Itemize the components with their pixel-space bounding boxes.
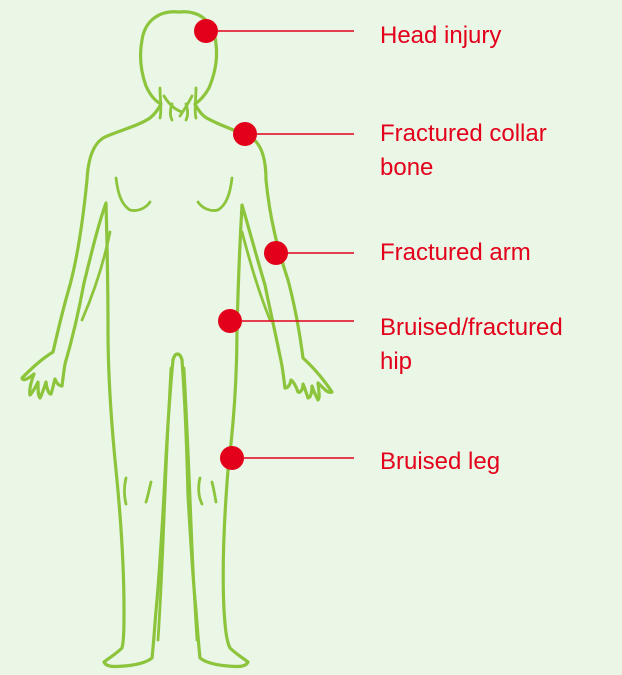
throat-notch-right (186, 104, 188, 120)
knee-mark-right-outer (212, 482, 216, 502)
injury-label-hip-line-2: hip (380, 345, 563, 379)
injury-dot-icon-hip (218, 309, 242, 333)
inner-leg-line-right (184, 368, 197, 640)
inner-arm-line-right (242, 232, 270, 320)
knee-mark-right-inner (199, 478, 202, 504)
knee-mark-left-outer (125, 478, 127, 504)
inner-leg-line-left (158, 368, 171, 640)
human-body-outline-icon (22, 12, 332, 667)
injury-label-collar-line-1: Fractured collar (380, 117, 547, 151)
injury-label-arm: Fractured arm (380, 236, 531, 270)
injury-label-leg: Bruised leg (380, 445, 500, 479)
injury-label-collar-line-2: bone (380, 151, 547, 185)
injury-callouts (194, 19, 354, 470)
neck-line-right (195, 88, 196, 118)
knee-mark-left-inner (146, 482, 151, 502)
injury-dot-icon-arm (264, 241, 288, 265)
injury-label-hip: Bruised/fractured hip (380, 311, 563, 379)
injury-label-hip-line-1: Bruised/fractured (380, 311, 563, 345)
body-outline-left (22, 12, 179, 667)
injury-label-collar: Fractured collar bone (380, 117, 547, 185)
injury-dot-icon-collar (233, 122, 257, 146)
injury-label-head-line-1: Head injury (380, 19, 501, 53)
injury-dot-icon-head (194, 19, 218, 43)
neck-line-left (160, 88, 161, 118)
body-crotch-outline (173, 354, 182, 360)
throat-notch-left (171, 104, 173, 120)
injury-label-head: Head injury (380, 19, 501, 53)
injury-label-arm-line-1: Fractured arm (380, 236, 531, 270)
armpit-line-left (116, 178, 150, 211)
armpit-line-right (198, 178, 232, 211)
body-outline-right (179, 12, 332, 667)
injury-dot-icon-leg (220, 446, 244, 470)
injury-label-leg-line-1: Bruised leg (380, 445, 500, 479)
